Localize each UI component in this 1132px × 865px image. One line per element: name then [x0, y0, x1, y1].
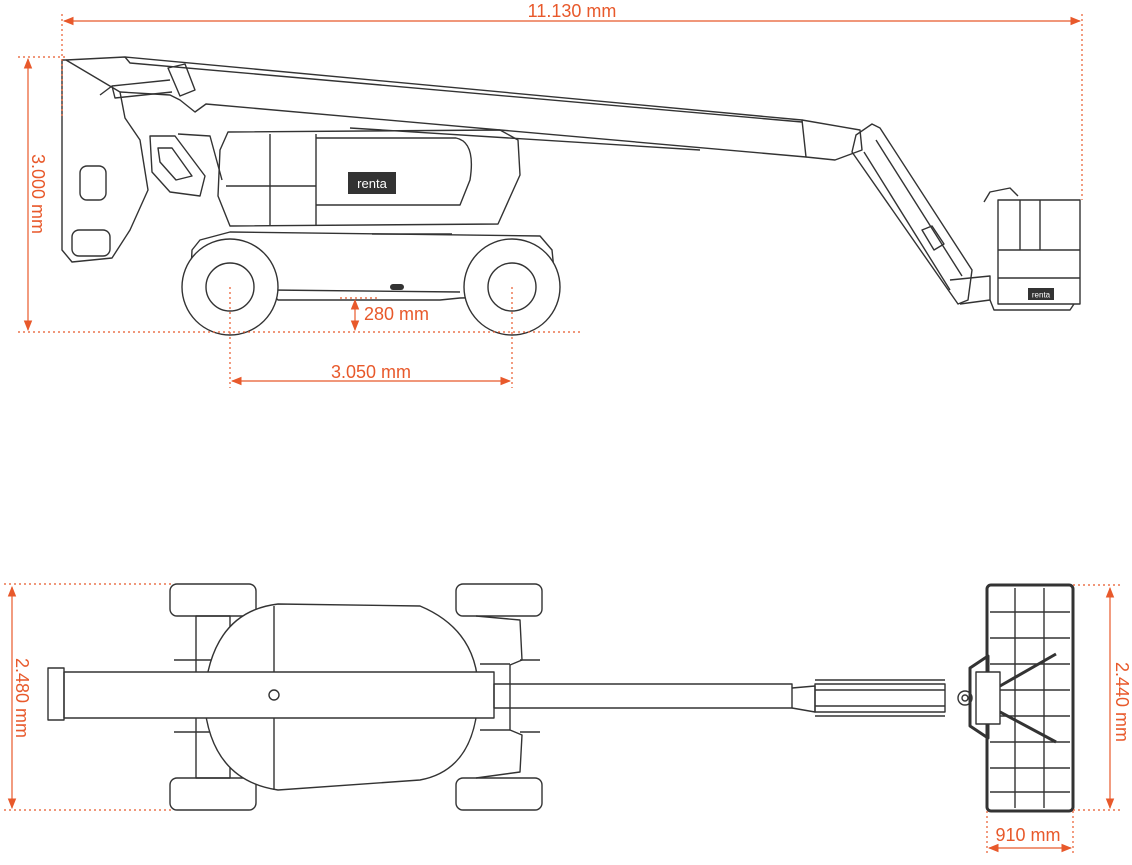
- wheel-bottom-right: [455, 777, 543, 811]
- main-boom: [65, 56, 863, 161]
- turret: renta: [217, 129, 521, 227]
- side-view: renta renta: [61, 56, 1081, 336]
- side-dimensions: [18, 14, 1083, 388]
- wheel-top-right: [455, 583, 543, 617]
- basket-logo: renta: [1032, 291, 1051, 300]
- jib-arm: [851, 123, 991, 305]
- top-dimensions: [4, 583, 1120, 856]
- counterweight: [61, 59, 223, 263]
- platform-width-label: 2.440 mm: [1112, 662, 1132, 742]
- chassis-top: [174, 615, 540, 779]
- overall-width-label: 2.480 mm: [12, 658, 32, 738]
- platform-depth-label: 910 mm: [995, 825, 1060, 845]
- wheel-top-left: [169, 583, 257, 617]
- top-view: [47, 583, 1075, 813]
- overall-height-label: 3.000 mm: [28, 154, 48, 234]
- wheel-bottom-left: [169, 777, 257, 811]
- platform-basket: renta: [983, 187, 1081, 311]
- boom-end-cap: [47, 667, 65, 721]
- platform-top: [968, 583, 1075, 813]
- wheelbase-label: 3.050 mm: [331, 362, 411, 382]
- turret-logo: renta: [357, 176, 387, 191]
- boom-extension-top: [493, 683, 793, 709]
- ground-clearance-label: 280 mm: [364, 304, 429, 324]
- jib-top: [791, 679, 973, 717]
- overall-length-label: 11.130 mm: [528, 1, 617, 21]
